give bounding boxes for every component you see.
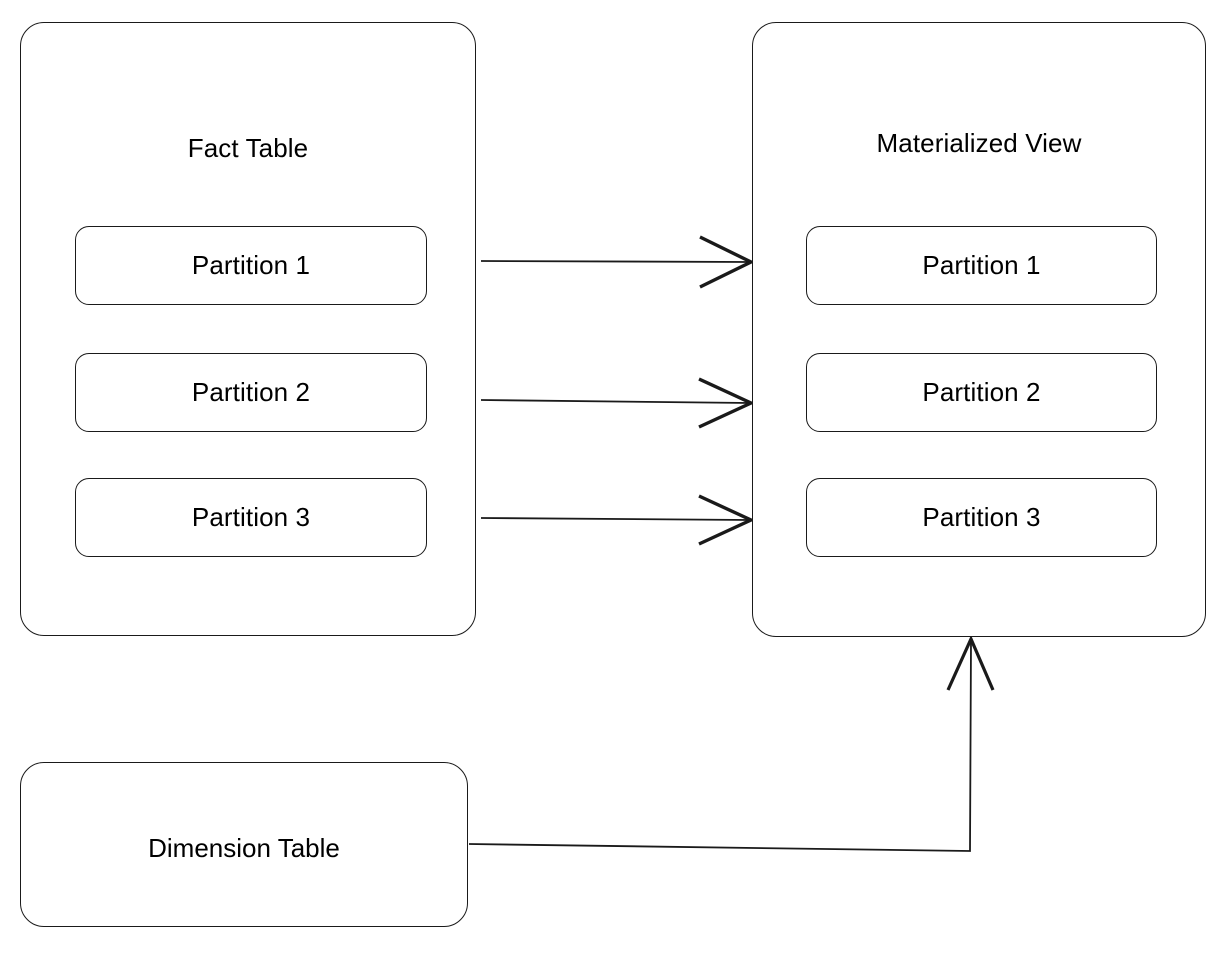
edge-partition-1: [480, 235, 755, 289]
fact-table-partition-2-label: Partition 2: [191, 376, 311, 407]
fact-table-partition-1[interactable]: Partition 1: [75, 226, 427, 305]
fact-table-partition-2[interactable]: Partition 2: [75, 353, 427, 432]
edge-dimension-to-materialized-view: [468, 635, 995, 852]
dimension-table-title: Dimension Table: [148, 833, 340, 863]
fact-table-partition-1-label: Partition 1: [191, 249, 311, 280]
materialized-view-partition-1-label: Partition 1: [922, 249, 1041, 280]
materialized-view-partition-1[interactable]: Partition 1: [806, 226, 1157, 305]
fact-table-partition-3[interactable]: Partition 3: [75, 478, 427, 557]
materialized-view-title: Materialized View: [876, 128, 1082, 158]
edge-partition-3: [480, 494, 756, 546]
fact-table-title: Fact Table: [187, 133, 309, 163]
materialized-view-partition-2[interactable]: Partition 2: [806, 353, 1157, 432]
materialized-view-node[interactable]: Materialized View Partition 1 Partition …: [752, 22, 1206, 637]
materialized-view-partition-2-label: Partition 2: [922, 376, 1041, 407]
fact-table-partition-3-label: Partition 3: [191, 501, 311, 532]
fact-table-node[interactable]: Fact Table Partition 1 Partition 2 Parti…: [20, 22, 476, 636]
dimension-table-node[interactable]: Dimension Table: [20, 762, 468, 927]
materialized-view-partition-3[interactable]: Partition 3: [806, 478, 1157, 557]
edge-partition-2: [480, 377, 756, 429]
materialized-view-partition-3-label: Partition 3: [922, 501, 1041, 532]
